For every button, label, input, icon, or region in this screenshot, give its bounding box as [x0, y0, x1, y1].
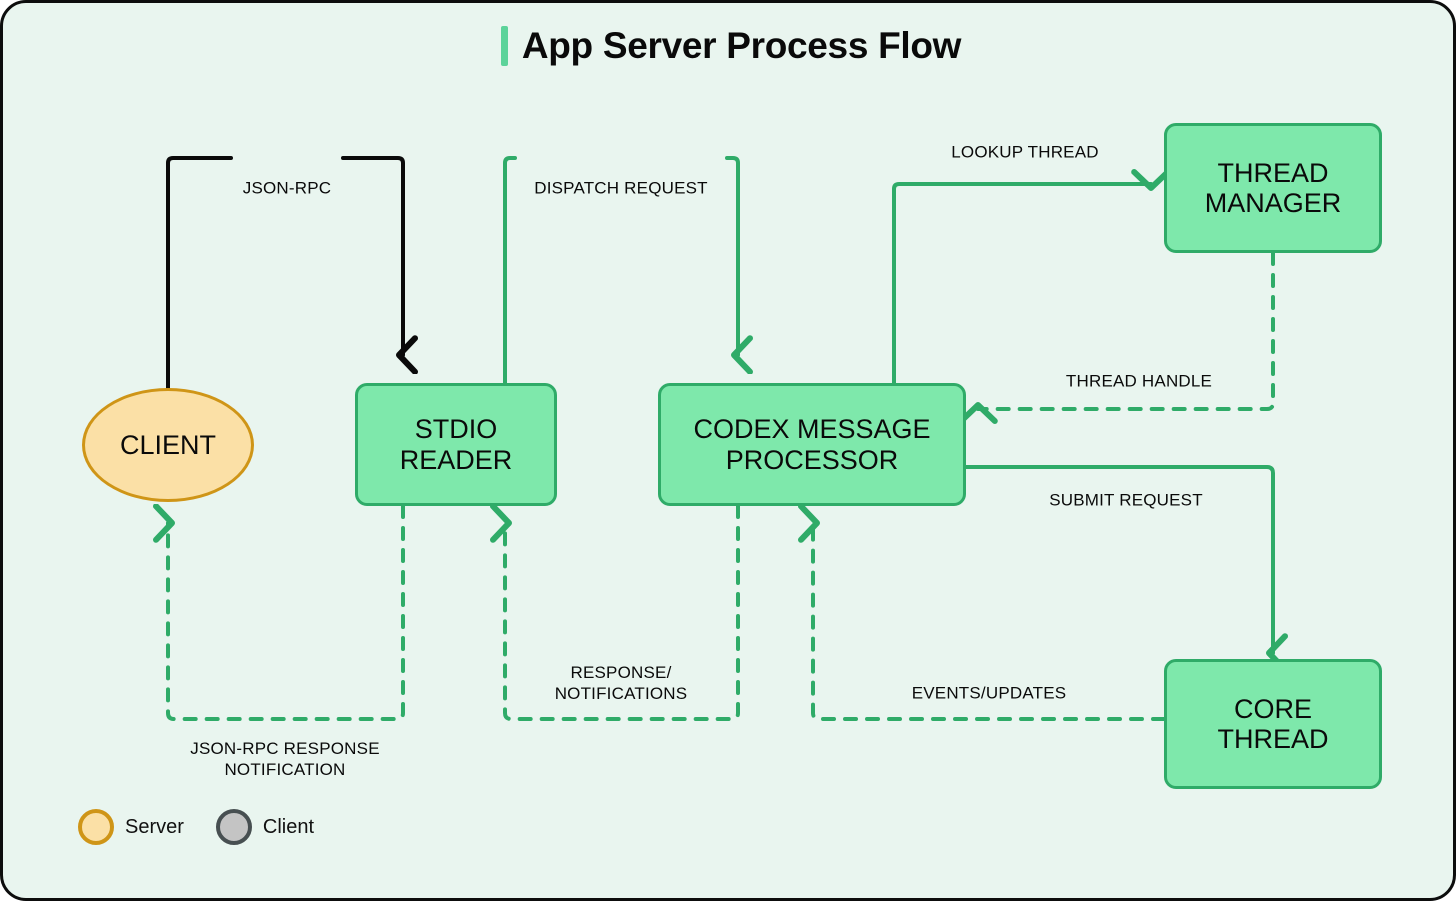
edge-label-json-rpc: JSON-RPC [242, 178, 332, 198]
edge-label-events-updates: EVENTS/UPDATES [911, 683, 1067, 703]
node-core-thread-label-line2: THREAD [1217, 724, 1329, 754]
edge-json-rpc-response [168, 506, 405, 721]
edge-thread-handle [978, 251, 1275, 409]
legend-label-server: Server [125, 815, 184, 838]
edge-label-json-rpc-response: JSON-RPC RESPONSE NOTIFICATION [190, 738, 380, 779]
legend-label-client: Client [262, 815, 315, 838]
node-stdio-reader-label-line1: STDIO [414, 414, 498, 445]
edge-submit-request [964, 465, 1273, 653]
node-codex-label-line2: PROCESSOR [725, 444, 899, 475]
edge-lookup-thread [892, 184, 1151, 385]
edge-response-notifications [505, 506, 740, 721]
edge-label-thread-handle: THREAD HANDLE [1065, 371, 1213, 391]
edge-label-submit-request: SUBMIT REQUEST [1049, 490, 1203, 510]
edge-layer [3, 156, 1456, 721]
legend-item-client: Client [215, 809, 315, 845]
edge-dispatch-request [503, 156, 738, 385]
server-swatch-icon [78, 809, 114, 845]
node-core-thread-label-line1: CORE [1233, 693, 1312, 724]
node-thread-manager-label-line2: MANAGER [1204, 188, 1342, 218]
title-text: App Server Process Flow [521, 25, 962, 66]
client-swatch-icon [215, 809, 252, 845]
edge-label-lookup-thread: LOOKUP THREAD [951, 142, 1099, 162]
edge-events-updates [813, 523, 1166, 721]
node-stdio-reader[interactable]: STDIO READER [355, 383, 557, 506]
node-thread-manager-label-line1: THREAD [1217, 157, 1329, 188]
node-codex-label-line1: CODEX MESSAGE [693, 414, 931, 445]
edge-label-dispatch-request: DISPATCH REQUEST [534, 178, 708, 198]
node-client[interactable]: CLIENT [82, 388, 254, 502]
legend: Server Client [78, 809, 314, 845]
node-stdio-reader-label-line2: READER [399, 444, 513, 475]
legend-item-server: Server [78, 809, 184, 845]
node-codex-message-processor[interactable]: CODEX MESSAGE PROCESSOR [658, 383, 966, 506]
node-client-label: CLIENT [119, 429, 217, 460]
edge-label-response-notifications: RESPONSE/ NOTIFICATIONS [554, 662, 688, 703]
node-core-thread[interactable]: CORE THREAD [1164, 659, 1382, 789]
node-thread-manager[interactable]: THREAD MANAGER [1164, 123, 1382, 253]
page-title: App Server Process Flow [3, 25, 1453, 67]
edge-json-rpc [166, 156, 403, 390]
title-accent-bar [500, 26, 508, 66]
